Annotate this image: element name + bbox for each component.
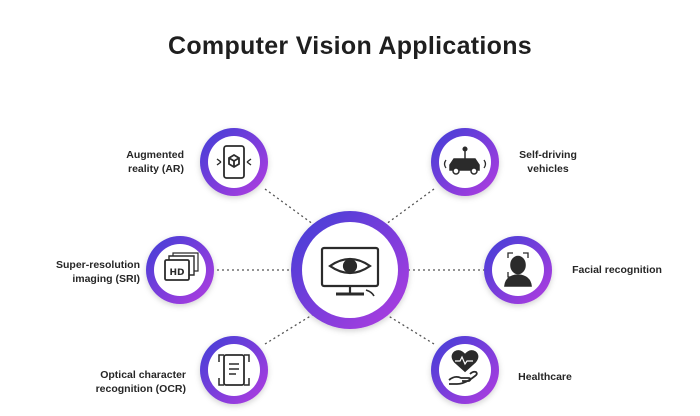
label-healthcare: Healthcare xyxy=(518,371,572,383)
face-scan-icon xyxy=(504,252,532,287)
connector-healthcare xyxy=(381,311,435,345)
ocr-document-icon xyxy=(218,354,250,386)
node-sri: HD xyxy=(146,236,214,304)
autonomous-car-icon xyxy=(443,146,487,175)
label-ar: Augmented reality (AR) xyxy=(126,149,184,175)
label-sri: Super-resolution imaging (SRI) xyxy=(55,259,140,285)
node-healthcare xyxy=(431,336,499,404)
diagram-title: Computer Vision Applications xyxy=(168,32,532,60)
node-ar xyxy=(200,128,268,196)
svg-text:HD: HD xyxy=(169,268,184,278)
node-facial xyxy=(484,236,552,304)
node-ocr xyxy=(200,336,268,404)
node-self-driving xyxy=(431,128,499,196)
connector-self-driving xyxy=(381,188,435,228)
connector-ar xyxy=(264,188,318,228)
ar-phone-cube-icon xyxy=(216,145,252,179)
hd-image-icon: HD xyxy=(164,252,199,281)
connectors xyxy=(212,188,486,345)
computer-eye-icon xyxy=(320,246,380,297)
connector-ocr xyxy=(264,311,318,345)
heart-hand-icon xyxy=(448,350,479,385)
center-node xyxy=(291,211,409,329)
label-facial: Facial recognition xyxy=(572,264,662,276)
label-ocr: Optical character recognition (OCR) xyxy=(95,369,186,395)
label-self-driving: Self-driving vehicles xyxy=(519,149,577,175)
